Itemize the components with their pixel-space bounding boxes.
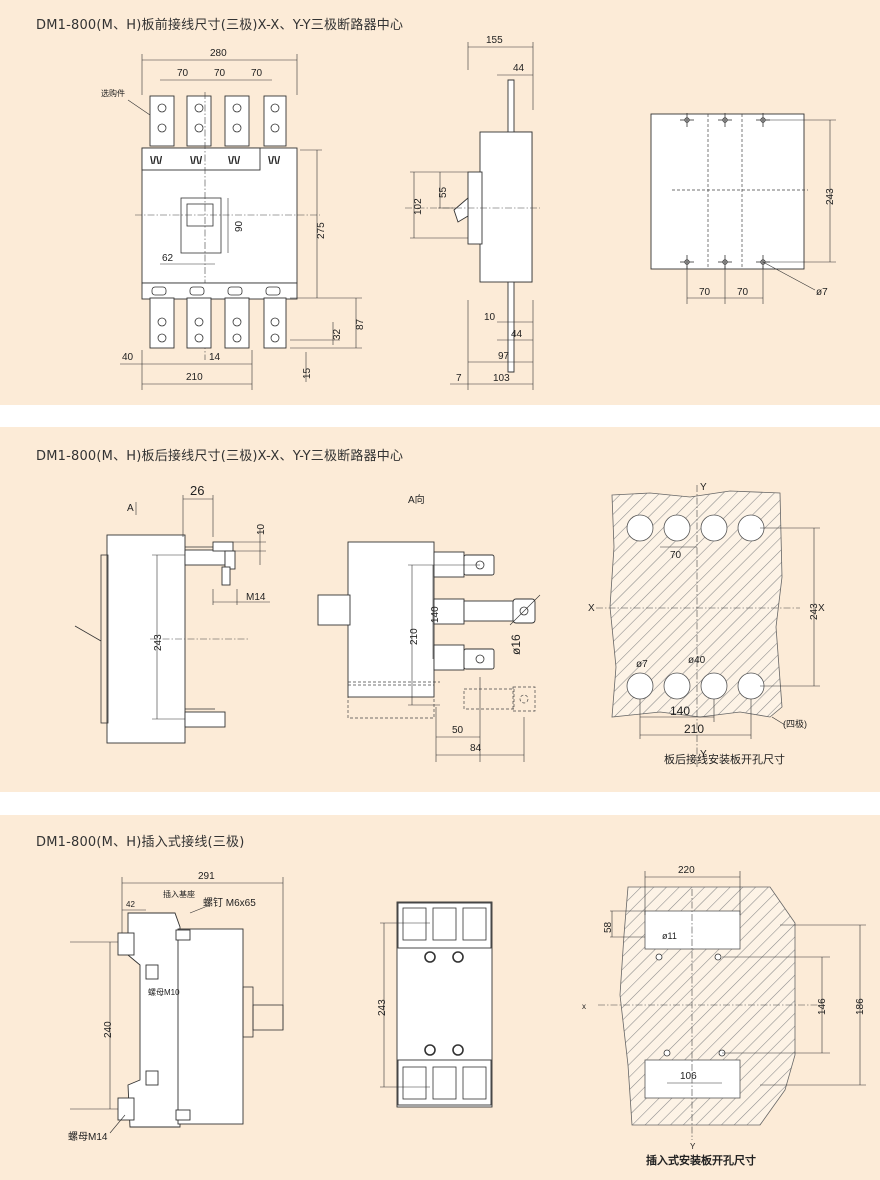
dim-97: 97 <box>498 351 510 362</box>
dim-240: 240 <box>103 1021 114 1038</box>
dim-dia-11: ø11 <box>662 931 677 941</box>
section-title: DM1-800(M、H)板后接线尺寸(三极)X-X、Y-Y三极断路器中心 <box>36 449 404 464</box>
dim-220: 220 <box>678 865 695 876</box>
view-arrow-label: A <box>127 503 134 514</box>
dim-m14: M14 <box>246 592 266 603</box>
dim-7: 7 <box>456 373 462 384</box>
dim-55: 55 <box>438 186 449 198</box>
dim-210: 210 <box>409 628 420 645</box>
dim-140: 140 <box>430 606 441 623</box>
dim-70: 70 <box>670 550 682 561</box>
section-title: DM1-800(M、H)板前接线尺寸(三极)X-X、Y-Y三极断路器中心 <box>36 18 404 33</box>
dim-70: 70 <box>737 287 749 298</box>
rear-side-view: A 26 10 M14 243 <box>74 483 270 744</box>
svg-text:\/\/: \/\/ <box>228 155 240 167</box>
dim-280: 280 <box>210 48 227 59</box>
section-plugin-wiring: DM1-800(M、H)插入式接线(三极) 291 插入基座 42 螺钉 M6x… <box>0 815 880 1180</box>
dim-50: 50 <box>452 725 464 736</box>
dim-103: 103 <box>493 373 510 384</box>
svg-text:\/\/: \/\/ <box>150 155 162 167</box>
dim-40: 40 <box>122 352 134 363</box>
section-rear-wiring: DM1-800(M、H)板后接线尺寸(三极)X-X、Y-Y三极断路器中心 A 2… <box>0 427 880 792</box>
dim-15: 15 <box>302 367 313 379</box>
section-front-wiring: DM1-800(M、H)板前接线尺寸(三极)X-X、Y-Y三极断路器中心 280… <box>0 0 880 405</box>
dim-275: 275 <box>316 222 327 239</box>
plugin-wiring-drawing: 291 插入基座 42 螺钉 M6x65 螺母M10 240 螺母M14 <box>68 865 866 1167</box>
rear-cutout: X X Y Y 70 243 ø7 ø40 140 210 (四极) 板后接线安… <box>588 482 825 767</box>
section-title: DM1-800(M、H)插入式接线(三极) <box>36 835 245 850</box>
axis-y: Y <box>700 749 707 760</box>
dim-58: 58 <box>603 921 614 933</box>
plugin-base-label: 插入基座 <box>163 889 195 899</box>
dim-10: 10 <box>256 523 267 535</box>
dim-70: 70 <box>699 287 711 298</box>
dim-90: 90 <box>234 220 245 232</box>
dim-dia-40: ø40 <box>688 655 706 666</box>
dim-44: 44 <box>513 63 525 74</box>
nut-m14-label: 螺母M14 <box>68 1131 108 1143</box>
dim-70: 70 <box>251 68 263 79</box>
dim-87: 87 <box>355 318 366 330</box>
dim-70: 70 <box>214 68 226 79</box>
dim-291: 291 <box>198 871 215 882</box>
cutout-caption: 插入式安装板开孔尺寸 <box>646 1153 756 1167</box>
rear-wiring-drawing: A 26 10 M14 243 A向 <box>74 482 825 767</box>
axis-y: Y <box>700 482 707 493</box>
dim-70: 70 <box>177 68 189 79</box>
plugin-side-view: 291 插入基座 42 螺钉 M6x65 螺母M10 240 螺母M14 <box>68 871 284 1143</box>
four-pole-note: (四极) <box>783 718 807 729</box>
dim-243: 243 <box>377 999 388 1016</box>
dim-243: 243 <box>825 188 836 205</box>
dim-26: 26 <box>190 483 204 498</box>
cutout-caption: 板后接线安装板开孔尺寸 <box>664 752 785 766</box>
view-a-label: A向 <box>408 493 425 506</box>
dim-dia-7: ø7 <box>636 659 648 670</box>
dim-dia-7: ø7 <box>816 287 828 298</box>
dim-106: 106 <box>680 1071 697 1082</box>
front-wiring-drawing: 280 70 70 70 选购件 \/\/ \/\/ \/\/ \/\/ 90 62 <box>101 35 836 390</box>
dim-44: 44 <box>511 329 523 340</box>
dim-102: 102 <box>413 198 424 215</box>
dim-62: 62 <box>162 253 174 264</box>
plugin-front-view: 243 <box>377 901 493 1108</box>
dim-210: 210 <box>186 372 203 383</box>
optional-part-label: 选购件 <box>101 88 125 98</box>
dim-155: 155 <box>486 35 503 46</box>
dim-10: 10 <box>484 312 496 323</box>
dim-dia-16: ø16 <box>509 634 523 655</box>
dim-84: 84 <box>470 743 482 754</box>
dim-186: 186 <box>855 998 866 1015</box>
side-view: 155 44 55 102 10 44 97 7 103 <box>405 35 540 390</box>
dim-243: 243 <box>153 634 164 651</box>
hole-pattern: 243 70 70 ø7 <box>650 113 836 304</box>
axis-x: x <box>582 1002 586 1011</box>
svg-text:\/\/: \/\/ <box>268 155 280 167</box>
front-view: 280 70 70 70 选购件 \/\/ \/\/ \/\/ \/\/ 90 62 <box>101 48 366 390</box>
dim-210: 210 <box>684 722 704 736</box>
axis-x: X <box>818 603 825 614</box>
axis-y: Y <box>690 1142 696 1151</box>
dim-243: 243 <box>809 603 820 620</box>
axis-x: X <box>588 603 595 614</box>
nut-m10-label: 螺母M10 <box>148 987 180 997</box>
dim-42: 42 <box>126 900 135 909</box>
screw-label: 螺钉 M6x65 <box>203 897 256 909</box>
dim-14: 14 <box>209 352 221 363</box>
dim-140: 140 <box>670 704 690 718</box>
dim-146: 146 <box>817 998 828 1015</box>
svg-text:\/\/: \/\/ <box>190 155 202 167</box>
dim-32: 32 <box>332 328 343 340</box>
view-a: A向 210 140 ø16 50 84 <box>317 493 541 762</box>
plugin-cutout: x Y 220 58 ø11 146 186 106 插入式安装板开孔尺寸 <box>582 865 866 1167</box>
